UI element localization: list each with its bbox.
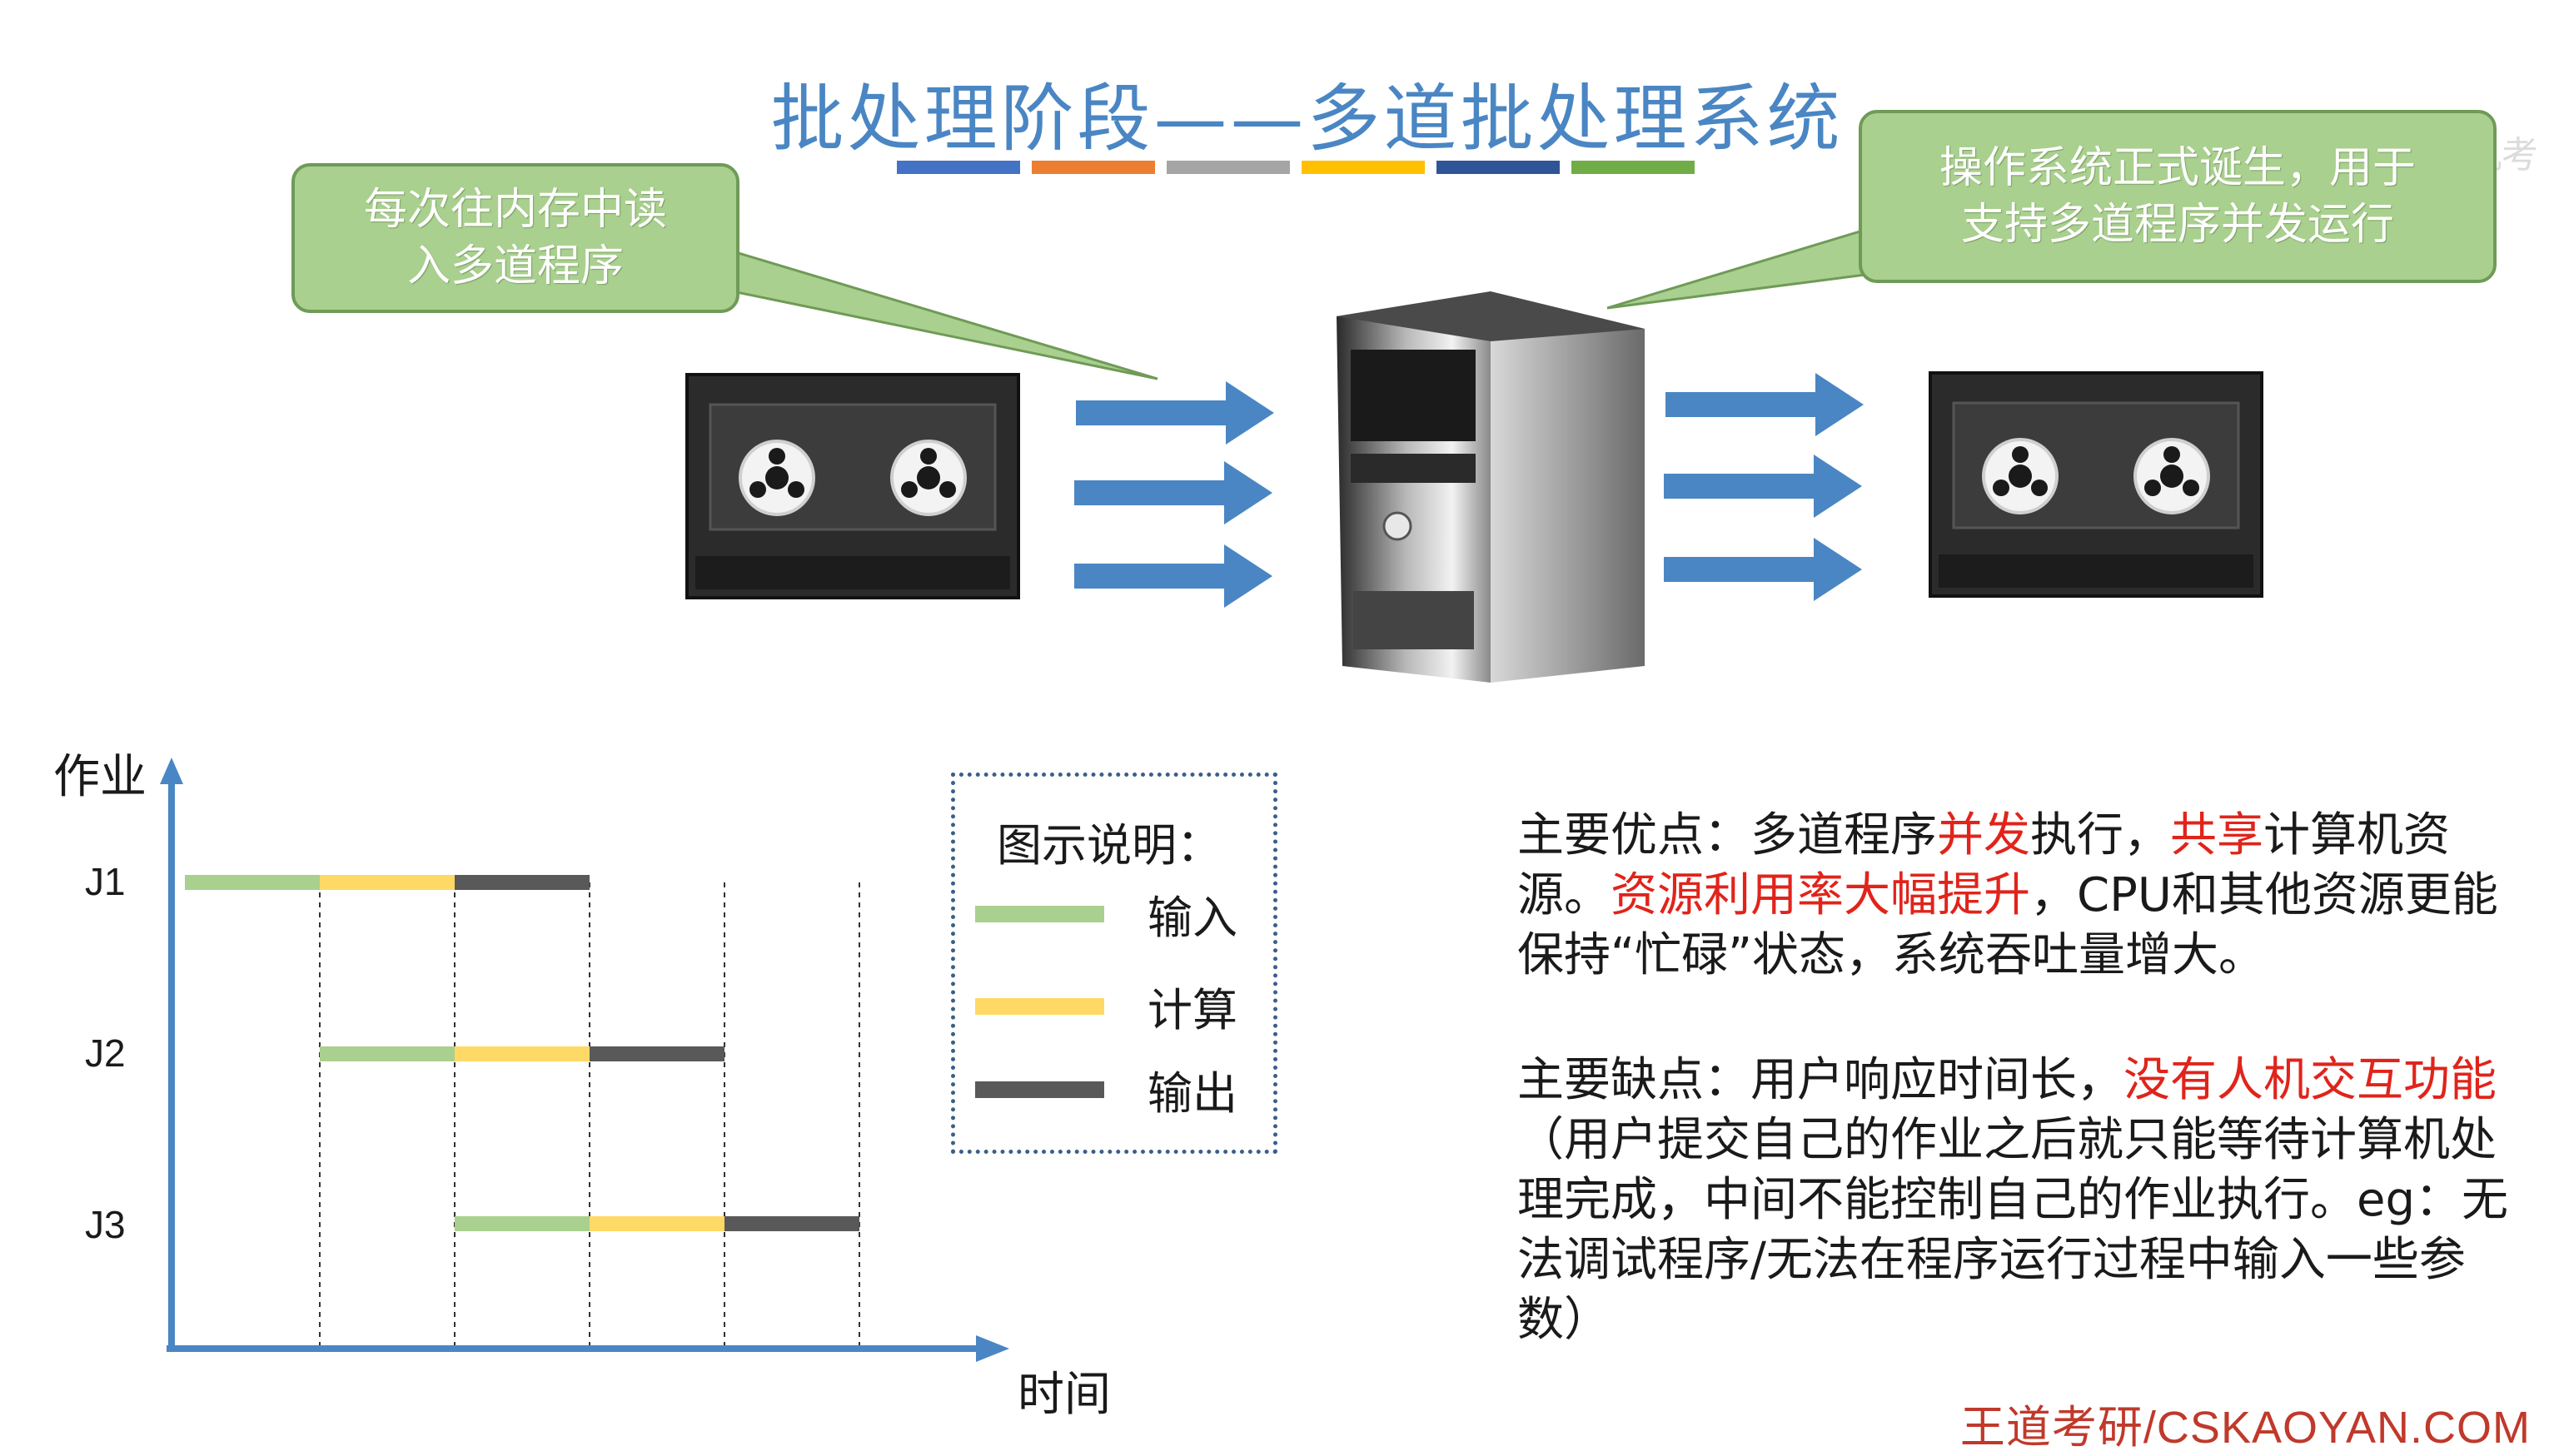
timeline-bar-j2: [320, 1046, 455, 1061]
brand-footer: 王道考研/CSKAOYAN.COM: [1959, 1403, 2531, 1453]
timeline-bar-j3: [724, 1216, 859, 1231]
right-arrow-icon: [1076, 381, 1274, 445]
cons-paragraph: 主要缺点：用户响应时间长，没有人机交互功能 （用户提交自己的作业之后就只能等待计算…: [1517, 1051, 2533, 1350]
pros-text: 执行，: [2030, 808, 2170, 862]
right-arrow-icon: [1664, 538, 1862, 601]
chart-gridlines: [319, 882, 860, 1349]
callout-left-line: 入多道程序: [406, 241, 624, 291]
title-color-bars: [897, 161, 1695, 174]
row-label-j2: J2: [85, 1031, 126, 1075]
pros-text: 主要优点：多道程序: [1517, 808, 1937, 862]
pros-highlight: 共享: [2170, 808, 2263, 862]
callout-right-line: 操作系统正式诞生，用于: [1939, 143, 2416, 193]
pros-text: 计算机资源。: [1517, 808, 2450, 922]
right-arrow-icon: [1664, 455, 1862, 518]
x-axis-label: 时间: [1018, 1368, 1111, 1422]
row-label-j3: J3: [85, 1203, 126, 1246]
timeline-bar-j1: [185, 875, 320, 890]
title-bar-segment: [1032, 161, 1155, 174]
device-illustration: [685, 291, 2263, 683]
legend-swatch-output: [975, 1081, 1104, 1098]
pros-paragraph: 主要优点：多道程序并发执行，共享计算机资源。资源利用率大幅提升，CPU和其他资源…: [1517, 806, 2533, 986]
legend-swatch-compute: [975, 997, 1104, 1015]
row-label-j1: J1: [85, 860, 126, 903]
legend-label-output: 输出: [1148, 1067, 1237, 1120]
legend-title: 图示说明：: [997, 819, 1222, 872]
right-arrow-icon: [1074, 544, 1272, 608]
pros-text: ，CPU和其他资源更能保持“忙碌”状态，系统吞吐量增大。: [1517, 868, 2498, 982]
cons-text: 主要缺点：用户响应时间长，: [1517, 1053, 2123, 1107]
title-bar-segment: [1571, 161, 1695, 174]
y-axis-label: 作业: [53, 750, 147, 804]
timeline-bar-j2: [590, 1046, 724, 1061]
computer-tower-icon: [1337, 291, 1645, 683]
timeline-bar-j3: [455, 1216, 590, 1231]
page-title: 批处理阶段——多道批处理系统: [770, 76, 1844, 162]
timeline-bar-j3: [590, 1216, 724, 1231]
callout-left: 每次往内存中读入多道程序: [291, 163, 739, 313]
callout-right: 操作系统正式诞生，用于支持多道程序并发运行: [1859, 110, 2497, 283]
tape-drive-input-icon: [685, 373, 1020, 599]
callout-right-line: 支持多道程序并发运行: [1960, 200, 2394, 250]
cons-text: （用户提交自己的作业之后就只能等待计算机处理完成，中间不能控制自己的作业执行。e…: [1517, 1113, 2508, 1347]
legend-item-compute: 计算: [975, 973, 1237, 1039]
timeline-bar-j2: [455, 1046, 590, 1061]
x-axis-arrow-icon: [976, 1335, 1009, 1362]
cons-highlight: 没有人机交互功能: [2123, 1053, 2497, 1107]
legend-item-input: 输入: [975, 881, 1237, 947]
timeline-bar-j1: [455, 875, 590, 890]
legend-item-output: 输出: [975, 1056, 1237, 1122]
tape-drive-output-icon: [1929, 371, 2263, 598]
legend-swatch-input: [975, 905, 1104, 922]
right-arrow-icon: [1074, 461, 1272, 524]
title-bar-segment: [897, 161, 1020, 174]
legend-label-compute: 计算: [1148, 984, 1237, 1036]
chart-legend: 图示说明： 输入 计算 输出: [951, 773, 1277, 1154]
title-bar-segment: [1167, 161, 1290, 174]
right-arrow-icon: [1665, 373, 1864, 436]
y-axis-arrow-icon: [160, 758, 183, 784]
callout-left-line: 每次往内存中读: [363, 185, 667, 235]
pros-highlight: 并发: [1937, 808, 2030, 862]
legend-label-input: 输入: [1148, 892, 1237, 944]
pros-highlight: 资源利用率大幅提升: [1611, 868, 2030, 922]
timeline-bar-j1: [320, 875, 455, 890]
title-bar-segment: [1436, 161, 1560, 174]
job-timeline-chart: [160, 758, 1009, 1362]
title-bar-segment: [1302, 161, 1425, 174]
chart-bars: [185, 875, 859, 1231]
